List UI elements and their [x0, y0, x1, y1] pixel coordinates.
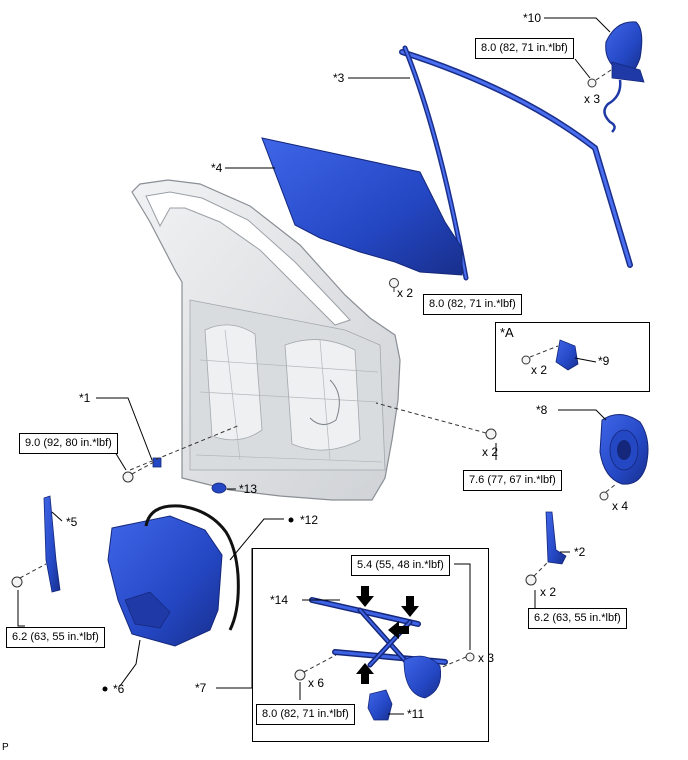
qty-center-bolts: x 2: [482, 445, 499, 459]
torque-p2: 6.2 (63, 55 in.*lbf): [528, 608, 627, 629]
window-regulator: [309, 597, 448, 699]
label-part-12: *12: [300, 513, 319, 527]
inset-a-box: [495, 322, 650, 392]
torque-p1: 9.0 (92, 80 in.*lbf): [19, 433, 118, 454]
label-part-3: *3: [333, 71, 345, 85]
bullet-dot-12: [288, 517, 294, 523]
dashed-leaders: [19, 67, 617, 673]
label-part-11: *11: [407, 707, 425, 721]
qty-inset-bolts: x 2: [531, 363, 548, 377]
bolt-glass: [389, 278, 399, 292]
service-hole-cover: [107, 515, 223, 647]
label-part-2: *2: [574, 545, 586, 559]
sealing-cord: [144, 504, 240, 631]
torque-reg-left: 8.0 (82, 71 in.*lbf): [256, 704, 355, 725]
bolt-p1: [122, 471, 134, 483]
bolt-inset: [521, 355, 531, 365]
qty-glass-bolts: x 2: [397, 286, 414, 300]
torque-glass: 8.0 (82, 71 in.*lbf): [423, 294, 522, 315]
regulator-group-box: [252, 548, 489, 742]
label-part-5: *5: [66, 515, 78, 529]
bullet-dot-6: [102, 686, 108, 692]
label-part-1: *1: [79, 391, 91, 405]
torque-reg-top: 5.4 (55, 48 in.*lbf): [351, 555, 450, 576]
qty-mirror-bolts: x 3: [584, 92, 601, 106]
inset-motor-part: [555, 339, 579, 371]
qty-reg-right-bolts: x 3: [478, 651, 495, 665]
regulator-motor: [367, 689, 393, 721]
direction-arrows: [356, 586, 419, 684]
torque-p5: 6.2 (63, 55 in.*lbf): [6, 627, 105, 648]
speaker: [599, 414, 649, 485]
bolt-mirror: [587, 78, 597, 88]
label-part-7: *7: [195, 681, 207, 695]
corner-mark: P: [2, 742, 9, 753]
bolts: [11, 78, 609, 681]
bolt-p2: [525, 574, 537, 586]
torque-mirror: 8.0 (82, 71 in.*lbf): [475, 38, 574, 59]
door-glass: [261, 137, 463, 276]
bolt-reg-left: [294, 669, 306, 681]
bolt-center: [485, 428, 497, 440]
label-part-6: *6: [113, 682, 125, 696]
bolt-p5: [11, 576, 23, 588]
qty-reg-left-bolts: x 6: [308, 676, 325, 690]
bolt-speaker: [599, 491, 609, 501]
label-part-4: *4: [211, 161, 223, 175]
label-part-9: *9: [598, 354, 610, 368]
qty-speaker-screws: x 4: [612, 499, 629, 513]
label-part-13: *13: [239, 482, 258, 496]
label-part-8: *8: [536, 403, 548, 417]
door-frame: [131, 179, 401, 501]
label-inset-a: *A: [500, 325, 514, 340]
hole-plug: [211, 482, 227, 494]
label-part-14: *14: [270, 593, 289, 607]
lower-sash-bracket-left: [43, 495, 61, 593]
label-part-10: *10: [523, 11, 542, 25]
lower-sash-bracket-right: [545, 511, 567, 565]
torque-center: 7.6 (77, 67 in.*lbf): [463, 470, 562, 491]
outer-mirror: [603, 21, 645, 133]
qty-p2-bolts: x 2: [540, 585, 557, 599]
